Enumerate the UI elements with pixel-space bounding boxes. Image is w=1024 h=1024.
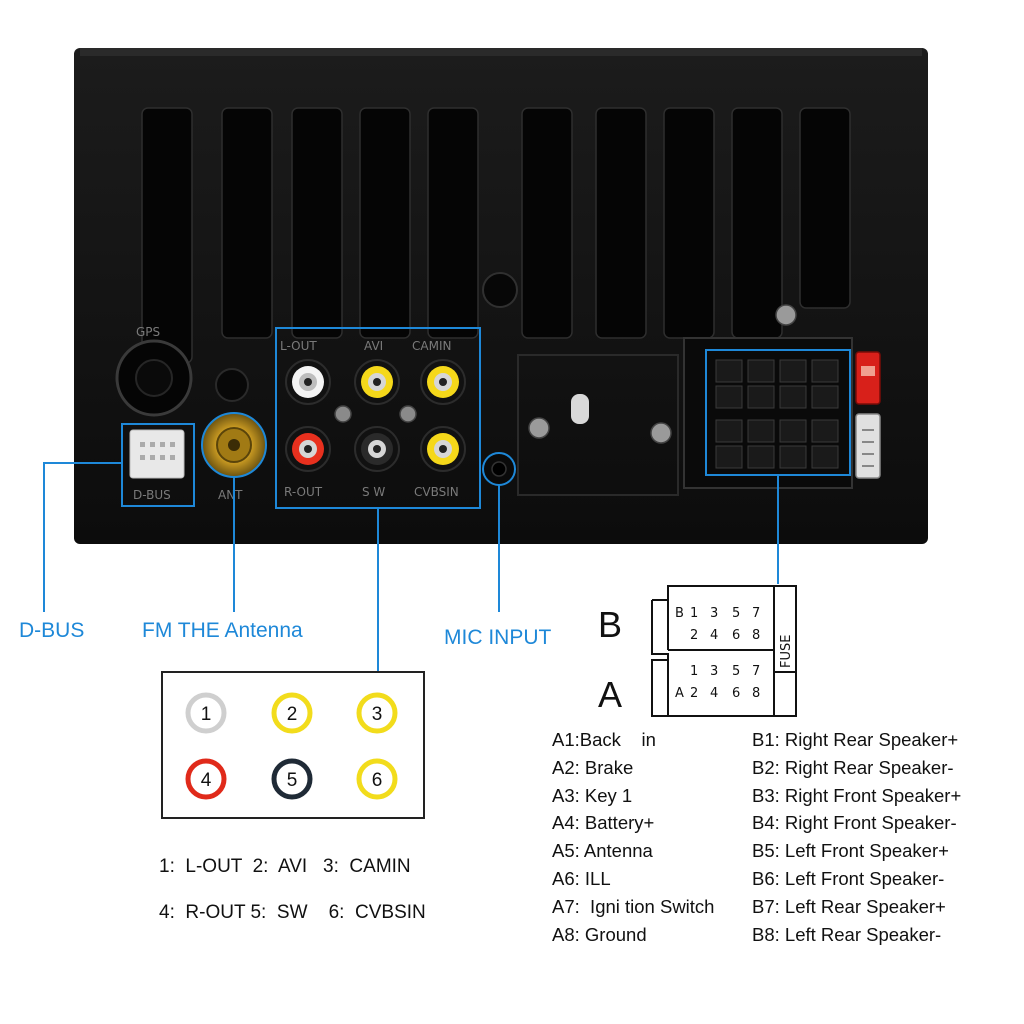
pinout-b-item-8: B8: Left Rear Speaker- bbox=[752, 923, 942, 945]
pinout-b-item-1: B1: Right Rear Speaker+ bbox=[752, 729, 959, 750]
pinout-a-item-3: A3: Key 1 bbox=[552, 784, 633, 806]
rca-legend-row-1: 1: L-OUT 2: AVI 3: CAMIN bbox=[159, 856, 411, 877]
rca-legend-row-2: 4: R-OUT 5: SW 6: CVBSIN bbox=[159, 902, 426, 923]
rca-jack-sw bbox=[354, 426, 400, 472]
screw bbox=[528, 417, 550, 439]
pinout-a-item-5: A5: Antenna bbox=[552, 840, 653, 862]
connector-label-a: A bbox=[598, 674, 623, 715]
camin-port-label: CAMIN bbox=[412, 339, 451, 353]
ant-port-label: ANT bbox=[218, 488, 243, 502]
bracket-plate bbox=[517, 354, 679, 496]
rca-jack-rout bbox=[285, 426, 331, 472]
fuse bbox=[855, 351, 881, 405]
pinout-a-item-1: A1:Back in bbox=[552, 729, 656, 750]
screw bbox=[334, 405, 352, 423]
callout-lines bbox=[43, 462, 779, 672]
gps-port-label: GPS bbox=[136, 325, 160, 339]
avi-port-label: AVI bbox=[364, 339, 383, 353]
sw-port-label: S W bbox=[362, 485, 385, 499]
pinout-b-item-2: B2: Right Rear Speaker- bbox=[752, 756, 954, 778]
screw bbox=[399, 405, 417, 423]
screw bbox=[775, 304, 797, 326]
dbus-port bbox=[129, 429, 185, 479]
screw bbox=[650, 422, 672, 444]
pinout-b-item-3: B3: Right Front Speaker+ bbox=[752, 784, 962, 806]
pinout-b-item-7: B7: Left Rear Speaker+ bbox=[752, 895, 946, 917]
dbus-callout-label: D-BUS bbox=[19, 619, 85, 642]
clip bbox=[571, 394, 589, 424]
connector-label-b: B bbox=[598, 604, 623, 645]
pinout-a-item-6: A6: ILL bbox=[552, 868, 611, 889]
cvbsin-port-label: CVBSIN bbox=[414, 485, 459, 499]
pinout-a-item-8: A8: Ground bbox=[552, 923, 647, 945]
lout-port-label: L-OUT bbox=[280, 339, 317, 353]
rca-jack-avi bbox=[354, 359, 400, 405]
pinout-a-item-7: A7: Igni tion Switch bbox=[552, 895, 715, 917]
unit-top-edge bbox=[80, 48, 922, 56]
pinout-a-item-2: A2: Brake bbox=[552, 756, 634, 778]
rca-jack-camin bbox=[420, 359, 466, 405]
dbus-highlight-box bbox=[121, 423, 195, 507]
fm-antenna-callout-label: FM THE Antenna bbox=[142, 619, 303, 642]
mic-input-callout-label: MIC INPUT bbox=[444, 626, 552, 649]
pinout-a-item-4: A4: Battery+ bbox=[552, 812, 655, 834]
usb-slot bbox=[855, 413, 881, 479]
rca-jack-cvbsin bbox=[420, 426, 466, 472]
cooling-ribs bbox=[141, 107, 851, 364]
dbus-port-label: D-BUS bbox=[133, 488, 171, 502]
rout-port-label: R-OUT bbox=[284, 485, 323, 499]
mount-hole bbox=[482, 272, 518, 308]
screw-hole bbox=[215, 368, 249, 402]
pinout-b-item-4: B4: Right Front Speaker- bbox=[752, 812, 957, 834]
pinout-b-item-5: B5: Left Front Speaker+ bbox=[752, 840, 949, 862]
rca-jack-lout bbox=[285, 359, 331, 405]
pinout-b-item-6: B6: Left Front Speaker- bbox=[752, 868, 945, 889]
